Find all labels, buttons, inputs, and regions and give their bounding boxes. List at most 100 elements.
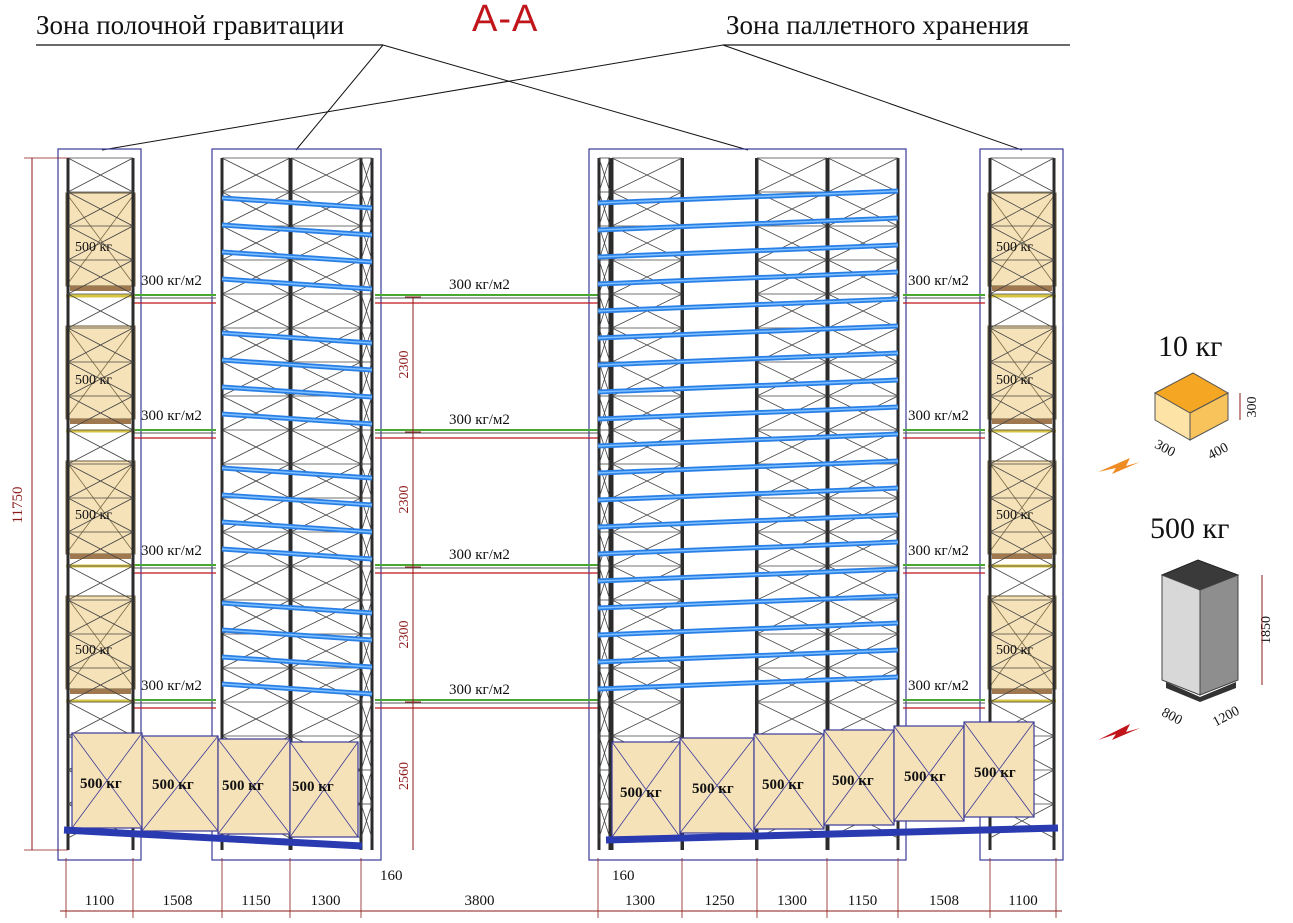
brace bbox=[360, 769, 373, 805]
brace bbox=[67, 667, 134, 703]
brace bbox=[290, 429, 362, 465]
brace bbox=[989, 395, 1055, 431]
pallet-brace bbox=[65, 460, 136, 555]
roller-shelf bbox=[597, 595, 899, 609]
brace bbox=[611, 701, 683, 737]
brace bbox=[756, 701, 828, 737]
pallet-weight-label: 500 кг bbox=[620, 785, 662, 801]
brace bbox=[67, 395, 134, 431]
brace bbox=[290, 327, 362, 363]
pallet-base bbox=[992, 286, 1052, 291]
brace bbox=[67, 531, 134, 567]
brace bbox=[360, 701, 373, 737]
brace bbox=[290, 463, 362, 499]
floor-load-label: 300 кг/м2 bbox=[908, 408, 969, 424]
pallet-weight-label: 500 кг bbox=[832, 773, 874, 789]
brace bbox=[827, 395, 899, 431]
roller-shelf bbox=[597, 433, 899, 447]
zone-outlines bbox=[57, 148, 1064, 861]
pallet-weight-label: 500 кг bbox=[75, 643, 112, 658]
brace bbox=[360, 803, 373, 839]
brace bbox=[67, 157, 134, 193]
brace bbox=[360, 157, 373, 193]
roller-shelf bbox=[597, 352, 899, 366]
brace bbox=[360, 735, 373, 771]
pallet-weight-label: 500 кг bbox=[996, 643, 1033, 658]
brace bbox=[611, 565, 683, 601]
roller-shelf bbox=[221, 197, 373, 209]
pallet-brace bbox=[987, 325, 1057, 420]
roller-shelf bbox=[597, 460, 899, 474]
pallet-weight-label: 500 кг bbox=[75, 240, 112, 255]
brace bbox=[598, 769, 611, 805]
pallet-base bbox=[70, 419, 131, 424]
brace bbox=[989, 225, 1055, 261]
brace bbox=[756, 633, 828, 669]
brace bbox=[827, 225, 899, 261]
brace bbox=[756, 531, 828, 567]
brace bbox=[598, 395, 611, 431]
brace bbox=[67, 599, 134, 635]
brace bbox=[290, 667, 362, 703]
pallet-brace bbox=[65, 325, 136, 420]
cabinet-pallet bbox=[1166, 682, 1236, 702]
pallet-brace bbox=[893, 725, 965, 822]
floor-load-label: 300 кг/м2 bbox=[449, 277, 510, 293]
floor-load-label: 300 кг/м2 bbox=[908, 678, 969, 694]
pallet-brace bbox=[963, 721, 1035, 818]
zone-label-shelf-gravity: Зона полочной гравитации bbox=[36, 10, 345, 40]
brace bbox=[989, 361, 1055, 397]
brace bbox=[67, 191, 134, 227]
bottom-dimension-label: 3800 bbox=[465, 893, 495, 909]
cabinet-left-face bbox=[1161, 574, 1201, 696]
roller-shelf bbox=[221, 521, 373, 533]
box-height-label: 300 bbox=[1245, 397, 1260, 418]
bottom-dimension-label: 1300 bbox=[625, 893, 655, 909]
brace bbox=[989, 565, 1055, 601]
bottom-pallet-flow bbox=[63, 721, 1059, 850]
brace bbox=[67, 361, 134, 397]
level-height-label: 2300 bbox=[397, 351, 412, 379]
brace bbox=[360, 293, 373, 329]
pallet-brace bbox=[823, 729, 895, 826]
brace bbox=[989, 531, 1055, 567]
cabinet-height-label: 1850 bbox=[1259, 616, 1274, 644]
roller-track bbox=[605, 824, 1059, 844]
brace bbox=[598, 735, 611, 771]
gap-dimension-label: 160 bbox=[380, 868, 403, 884]
roller-shelf bbox=[221, 386, 373, 398]
pallet-weight-label: 500 кг bbox=[904, 769, 946, 785]
bottom-dimension-label: 1300 bbox=[311, 893, 341, 909]
brace bbox=[598, 259, 611, 295]
box-right-face bbox=[1189, 392, 1229, 441]
box-width-label: 300 bbox=[1152, 437, 1178, 460]
load-units bbox=[1098, 372, 1263, 740]
pallet-base bbox=[70, 689, 131, 694]
brace bbox=[221, 361, 291, 397]
bottom-dimension-label: 1508 bbox=[929, 893, 959, 909]
brace bbox=[221, 395, 291, 431]
brace bbox=[598, 701, 611, 737]
brace bbox=[611, 259, 683, 295]
pallet-brace bbox=[987, 192, 1057, 287]
roller-shelf bbox=[221, 656, 373, 668]
bottom-dimension-label: 1100 bbox=[1008, 893, 1037, 909]
roller-track bbox=[63, 826, 363, 850]
bottom-dimension-label: 1250 bbox=[705, 893, 735, 909]
brace bbox=[756, 667, 828, 703]
brace bbox=[989, 497, 1055, 533]
brace bbox=[989, 599, 1055, 635]
brace bbox=[989, 463, 1055, 499]
pallet-weight-label: 500 кг bbox=[75, 373, 112, 388]
roller-shelf bbox=[221, 467, 373, 479]
zone-outline bbox=[979, 148, 1064, 861]
mezzanine-floors bbox=[66, 294, 1056, 709]
zone-outline bbox=[211, 148, 382, 861]
brace bbox=[67, 633, 134, 669]
cabinet-right-face bbox=[1199, 574, 1239, 696]
brace bbox=[67, 497, 134, 533]
pallet-weight-label: 500 кг bbox=[974, 765, 1016, 781]
bottom-dimension-label: 1300 bbox=[777, 893, 807, 909]
brace bbox=[827, 531, 899, 567]
